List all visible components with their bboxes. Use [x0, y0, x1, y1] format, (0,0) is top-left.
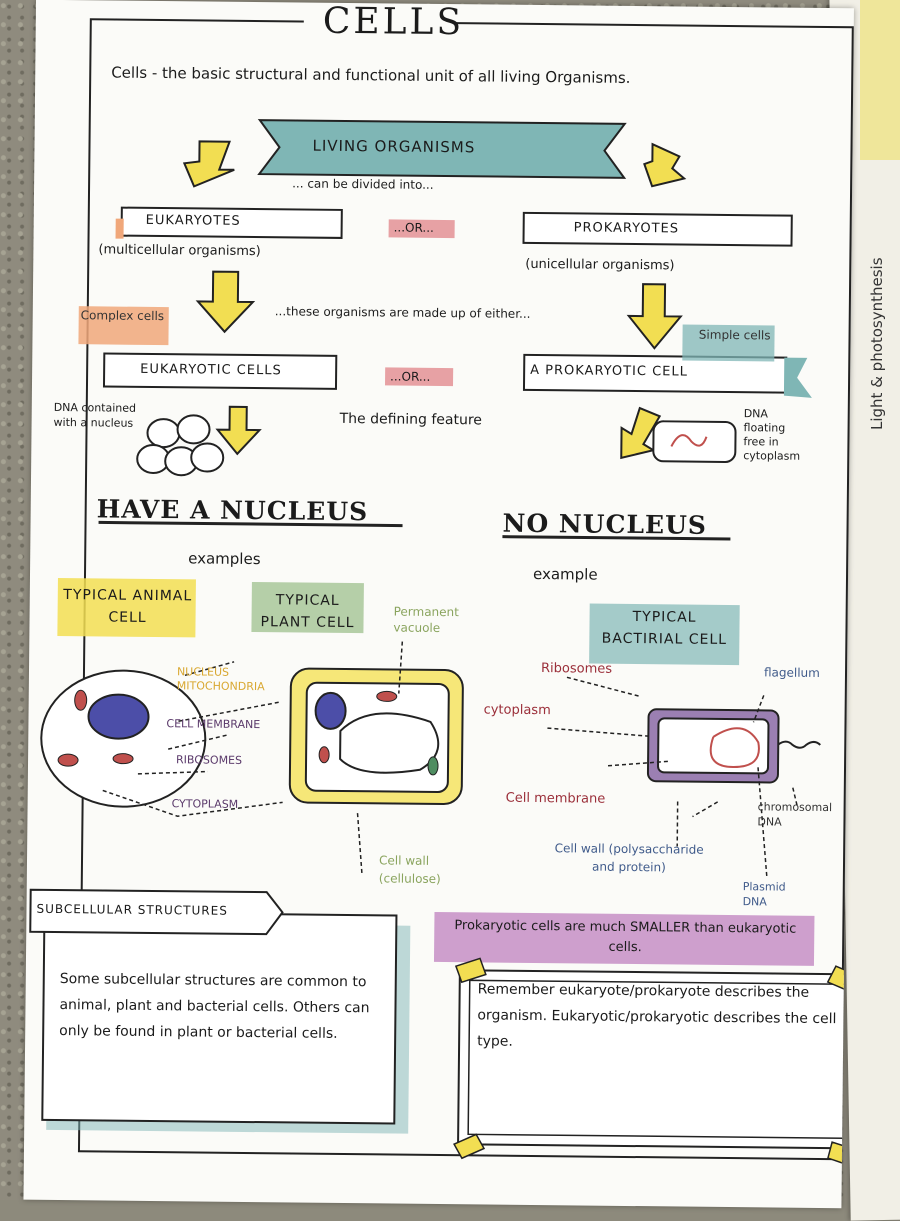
prokaryote-sketch: [652, 420, 737, 463]
label-b-membrane: Cell membrane: [505, 790, 606, 807]
label-mitochondria: MITOCHONDRIA: [176, 679, 265, 694]
label-b-ribosomes: Ribosomes: [540, 661, 613, 677]
plant-cell-heading: TYPICAL PLANT CELL: [260, 592, 355, 632]
arrow-left-2: [195, 270, 256, 334]
subcellular-title: SUBCELLULAR STRUCTURES: [36, 901, 228, 918]
remember-box: [457, 969, 854, 1150]
arrow-right-1: [643, 142, 687, 188]
defining-feature: The defining feature: [339, 410, 483, 429]
prokaryotic-cell-label: A PROKARYOTIC CELL: [530, 362, 688, 380]
arrow-right-3: [620, 406, 662, 460]
arrow-left-3: [215, 405, 262, 456]
subcellular-text: Some subcellular structures are common t…: [59, 971, 370, 1042]
eukaryotes-label: EUKARYOTES: [145, 212, 241, 229]
label-nucleus: NUCLEUS: [176, 665, 230, 679]
remember-text: Remember eukaryote/prokaryote describes …: [477, 981, 837, 1050]
label-ribosomes: RIBOSOMES: [176, 753, 243, 767]
simple-cells: Simple cells: [698, 327, 771, 343]
label-permanent-vacuole: Permanent vacuole: [393, 604, 459, 635]
living-banner: [257, 119, 627, 179]
label-cell-wall: Cell wall (cellulose): [378, 853, 441, 887]
adjacent-yellow-sheet: [860, 0, 900, 160]
prokaryotes-sub: (unicellular organisms): [525, 256, 675, 274]
divided-into: ... can be divided into...: [292, 176, 434, 192]
label-b-cell-wall: Cell wall (polysaccharide and protein): [554, 841, 704, 875]
eukaryotes-sub: (multicellular organisms): [98, 242, 261, 260]
dna-free-note: DNA floating free in cytoplasm: [743, 407, 801, 463]
dna-nucleus-note: DNA contained with a nucleus: [53, 400, 137, 430]
living-organisms-label: LIVING ORGANISMS: [312, 136, 476, 157]
bacterial-cell-heading: TYPICAL BACTIRIAL CELL: [601, 608, 728, 648]
example-label: example: [532, 564, 598, 584]
complex-cells: Complex cells: [80, 308, 165, 324]
prokaryotes-label: PROKARYOTES: [573, 220, 680, 237]
made-up-text: ...these organisms are made up of either…: [274, 304, 531, 321]
no-nucleus-heading: NO NUCLEUS: [502, 508, 708, 540]
label-chromosomal-dna: chromosomal DNA: [757, 800, 833, 829]
label-b-cytoplasm: cytoplasm: [483, 702, 551, 719]
eukaryotic-cell-cluster: [136, 414, 225, 477]
label-plasmid-dna: Plasmid DNA: [742, 880, 786, 909]
arrow-right-2: [626, 283, 683, 350]
animal-cell-heading: TYPICAL ANIMAL CELL: [63, 587, 193, 626]
notes-sheet: CELLS Cells - the basic structural and f…: [23, 0, 854, 1209]
eukaryotic-cells-label: EUKARYOTIC CELLS: [140, 361, 282, 379]
examples-label: examples: [188, 549, 261, 569]
have-nucleus-heading: HAVE A NUCLEUS: [96, 494, 369, 527]
smaller-note: Prokaryotic cells are much SMALLER than …: [454, 918, 797, 956]
page-title: CELLS: [322, 0, 465, 44]
arrow-left-1: [182, 140, 235, 188]
label-flagellum: flagellum: [763, 665, 820, 680]
or-label-2: ...OR...: [390, 369, 431, 384]
or-label-1: ...OR...: [393, 220, 434, 235]
label-cytoplasm: CYTOPLASM: [171, 797, 239, 811]
diagram-drawing: [29, 10, 854, 1168]
adjacent-paper-label: Light & photosynthesis: [868, 257, 886, 430]
label-cell-membrane: CELL MEMBRANE: [166, 717, 261, 732]
